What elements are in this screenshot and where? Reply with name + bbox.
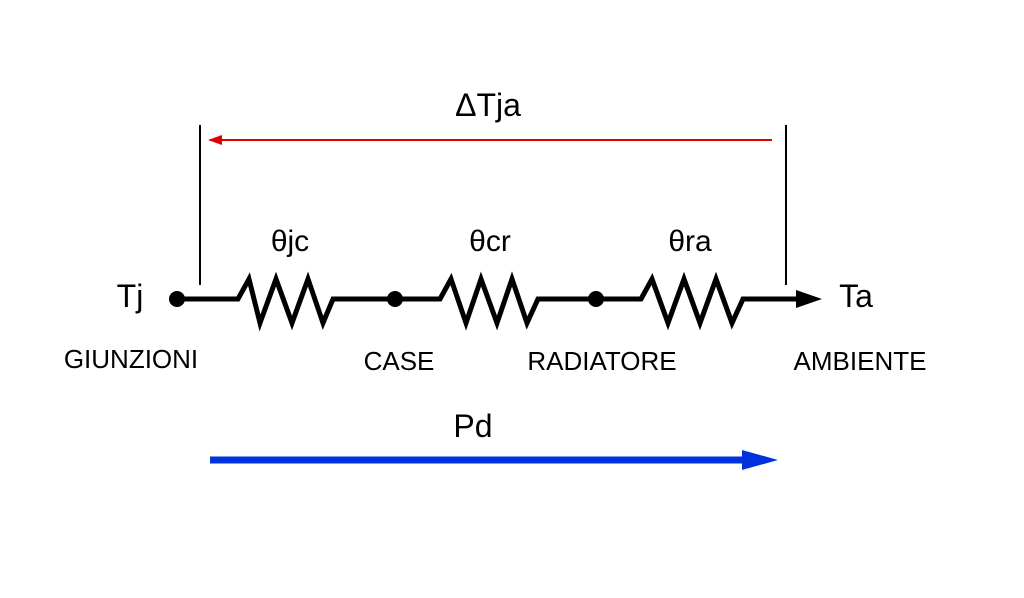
giunzioni-label: GIUNZIONI <box>64 344 198 374</box>
node-radiatore <box>588 291 604 307</box>
tj-label: Tj <box>117 278 144 314</box>
circuit-arrowhead <box>796 290 822 308</box>
resistor-label-ra: θra <box>668 225 712 258</box>
pd-label: Pd <box>453 408 492 444</box>
delta-tja-arrowhead <box>208 135 222 145</box>
thermal-circuit-wire <box>177 271 800 332</box>
ambiente-label: AMBIENTE <box>794 346 927 376</box>
resistor-label-cr: θcr <box>469 225 511 258</box>
delta-tja-label: ΔTja <box>455 87 521 123</box>
pd-arrowhead <box>742 450 778 470</box>
ta-label: Ta <box>839 278 873 314</box>
radiatore-label: RADIATORE <box>527 346 676 376</box>
resistor-label-jc: θjc <box>271 225 309 258</box>
node-tj <box>169 291 185 307</box>
case-label: CASE <box>364 346 435 376</box>
node-case <box>387 291 403 307</box>
